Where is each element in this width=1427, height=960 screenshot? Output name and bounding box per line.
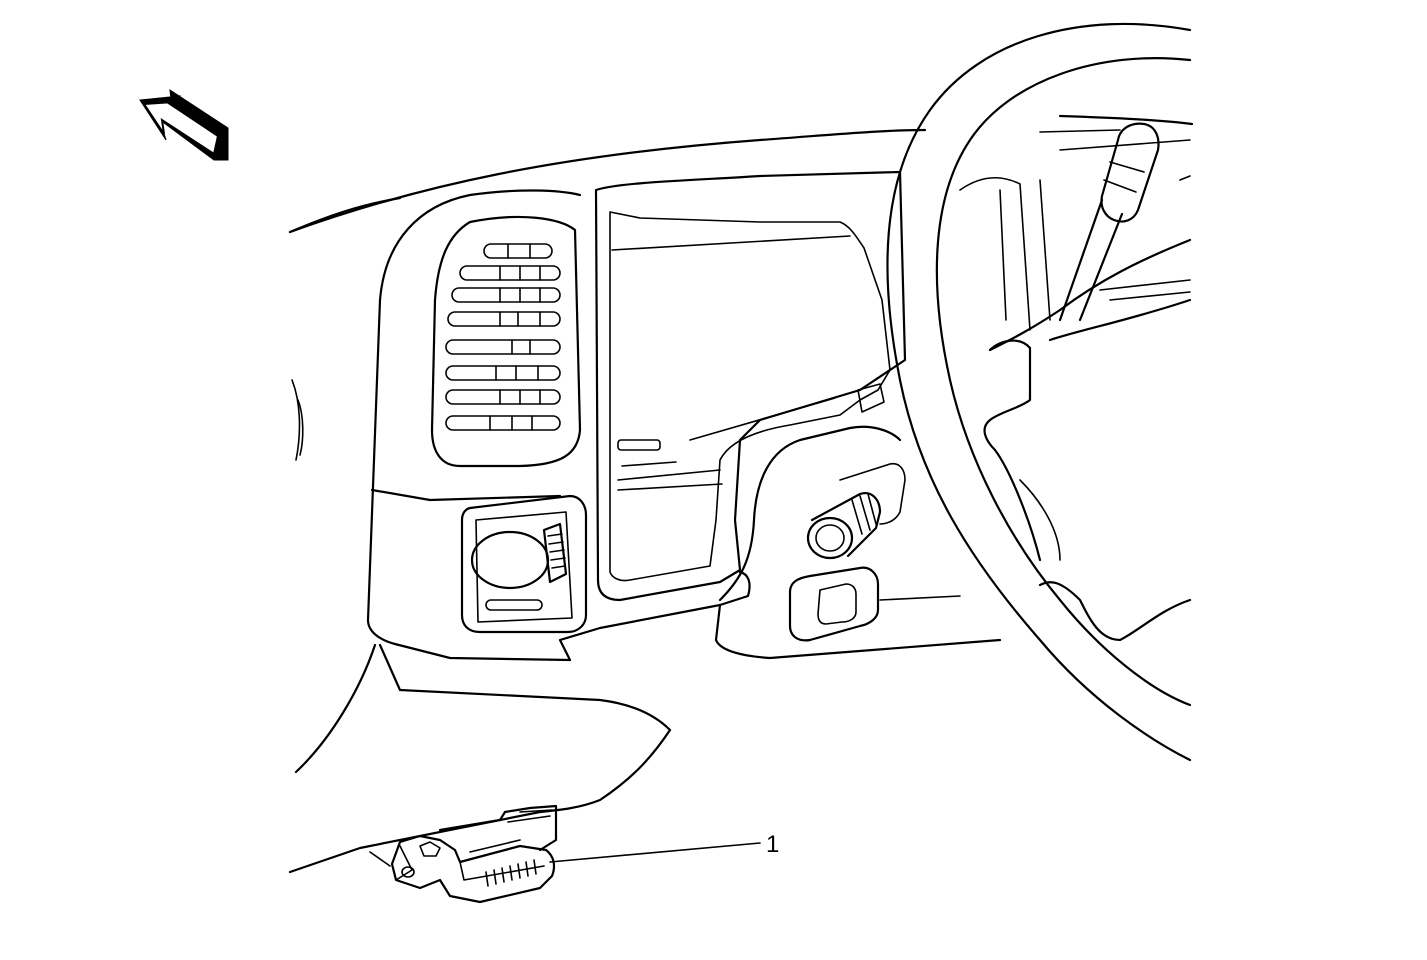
callout-1: 1 — [549, 831, 779, 863]
multifunction-lever — [1058, 122, 1160, 322]
forward-direction-arrow-icon — [139, 88, 229, 161]
steering-column-controls — [718, 425, 961, 642]
upper-right-surround — [959, 129, 1191, 331]
callout-1-label: 1 — [766, 831, 779, 858]
steering-wheel — [886, 22, 1192, 762]
instrument-cluster — [594, 170, 907, 602]
headlamp-switch — [460, 494, 588, 634]
dashboard-top-outline — [288, 114, 1194, 662]
connector-pins — [485, 859, 537, 887]
air-vent-louvers — [445, 243, 561, 431]
door-edge-lines — [291, 379, 377, 774]
lower-dashboard — [288, 570, 1002, 874]
air-vent — [430, 215, 582, 468]
data-link-connector — [369, 804, 558, 904]
